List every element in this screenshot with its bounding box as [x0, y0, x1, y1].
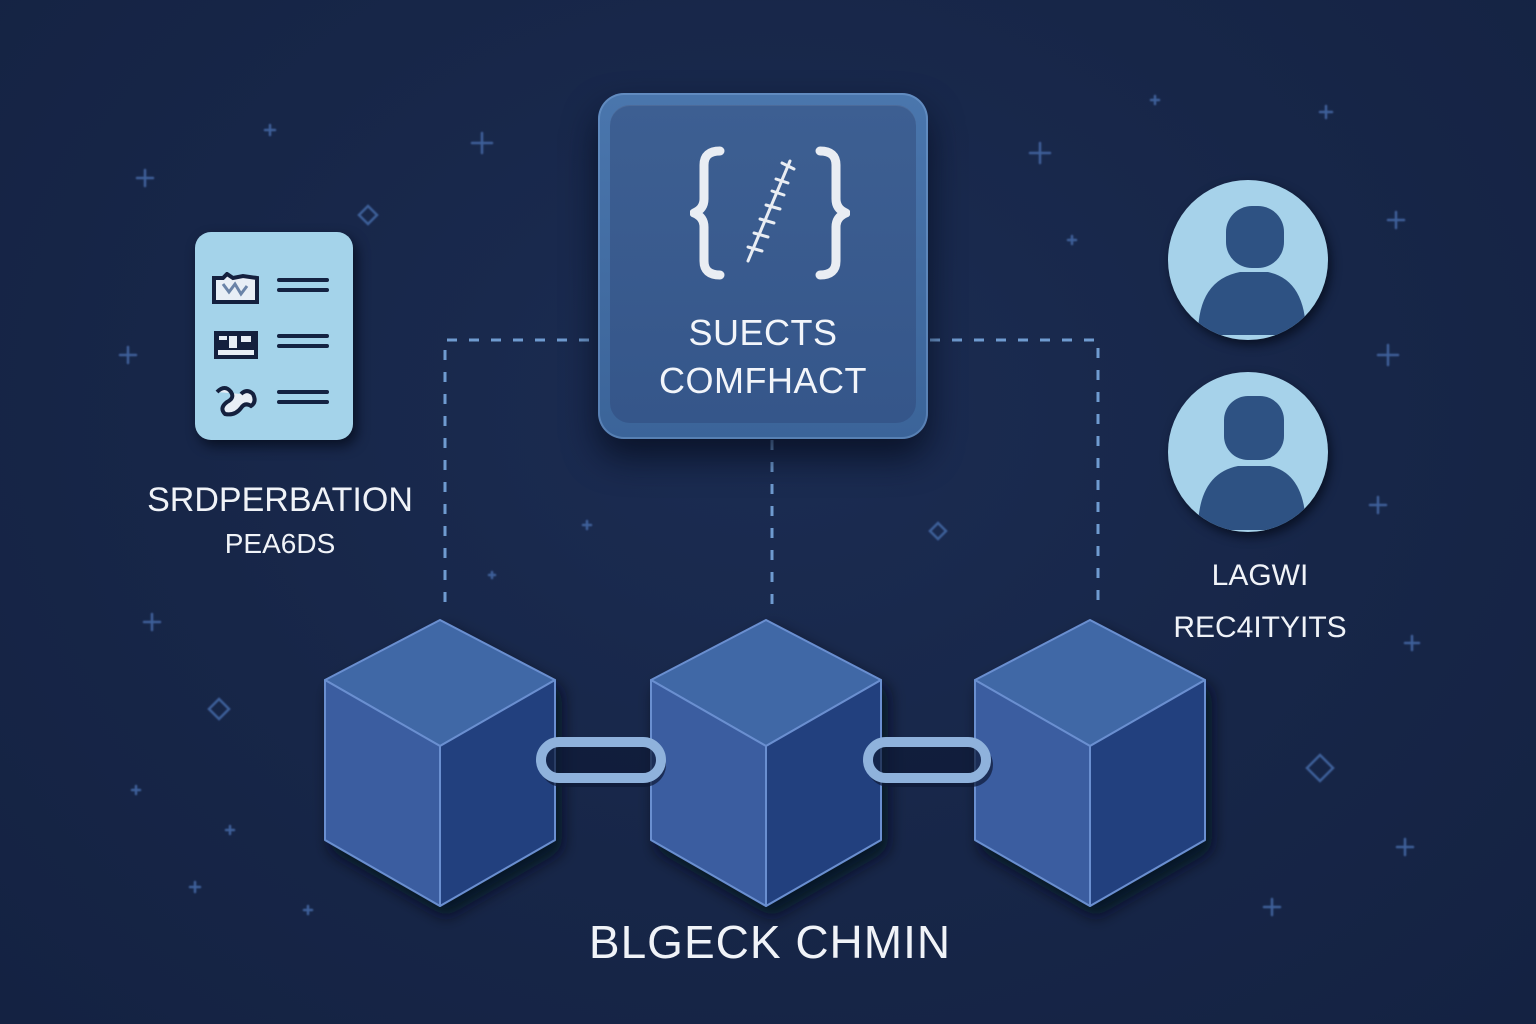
users-label-line2: REC4ITYITS	[1173, 611, 1347, 644]
block-cube-icon	[650, 619, 882, 907]
sparkle-icon	[1149, 94, 1161, 106]
block-cube-icon	[324, 619, 556, 907]
sparkle-icon	[1066, 234, 1078, 246]
smart-contract-card-inner: SUECTS COMFHACT	[610, 105, 916, 423]
diamond-icon	[1305, 753, 1335, 783]
sparkle-icon	[224, 824, 236, 836]
sparkle-icon	[1395, 837, 1415, 857]
sparkle-icon	[1318, 104, 1334, 120]
sparkle-icon	[581, 519, 593, 531]
smart-contract-title: SUECTS COMFHACT	[610, 309, 916, 405]
sparkle-icon	[1376, 343, 1400, 367]
connector-left	[443, 338, 600, 602]
document-label: SRDPERBATION PEA6DS	[120, 478, 440, 566]
text-lines-icon	[277, 334, 329, 350]
user-avatar-icon	[1198, 206, 1306, 335]
smart-contract-title-line1: SUECTS	[688, 312, 838, 353]
sparkle-icon	[1403, 634, 1421, 652]
chain-link-icon	[863, 737, 993, 787]
document-label-line2: PEA6DS	[224, 528, 336, 559]
document-row	[211, 380, 341, 420]
sparkle-icon	[470, 131, 494, 155]
user-avatar-1[interactable]	[1168, 180, 1328, 340]
sparkle-icon	[130, 784, 142, 796]
sparkle-icon	[1386, 210, 1406, 230]
cube-right-face	[765, 679, 882, 907]
diamond-icon	[357, 204, 379, 226]
chain-link-icon	[536, 737, 666, 787]
smart-contract-card[interactable]: SUECTS COMFHACT	[598, 93, 928, 439]
block-cube-icon	[974, 619, 1206, 907]
smart-contract-title-line2: COMFHACT	[659, 360, 867, 401]
code-braces-icon	[690, 146, 850, 280]
cube-right-face	[1089, 679, 1206, 907]
blockchain-title: BLGECK CHMIN	[588, 916, 952, 968]
sparkle-icon	[1028, 141, 1052, 165]
user-avatar-icon	[1198, 396, 1306, 530]
sparkle-icon	[302, 904, 314, 916]
document-row	[211, 268, 341, 308]
document-label-line1: SRDPERBATION	[147, 481, 413, 519]
map-glyph-icon	[215, 386, 257, 417]
dashed-connectors	[443, 338, 1100, 610]
diamond-icon	[207, 697, 231, 721]
users-label: LAGWI REC4ITYITS	[1140, 550, 1380, 654]
connector-right	[930, 338, 1100, 602]
sparkle-icon	[487, 570, 497, 580]
sparkle-icon	[135, 168, 155, 188]
card-glyph-icon	[214, 331, 258, 359]
sparkle-icon	[118, 345, 138, 365]
document-card	[195, 232, 353, 440]
users-label-line1: LAGWI	[1211, 559, 1309, 592]
cube-right-face	[439, 679, 556, 907]
image-glyph-icon	[212, 272, 259, 304]
text-lines-icon	[277, 390, 329, 406]
diamond-icon	[928, 521, 948, 541]
sparkle-icon	[142, 612, 162, 632]
sparkle-icon	[263, 123, 277, 137]
document-row	[211, 324, 341, 364]
text-lines-icon	[277, 278, 329, 294]
sparkle-icon	[188, 880, 202, 894]
sparkle-icon	[1262, 897, 1282, 917]
sparkle-icon	[1368, 495, 1388, 515]
user-avatar-2[interactable]	[1168, 372, 1328, 532]
